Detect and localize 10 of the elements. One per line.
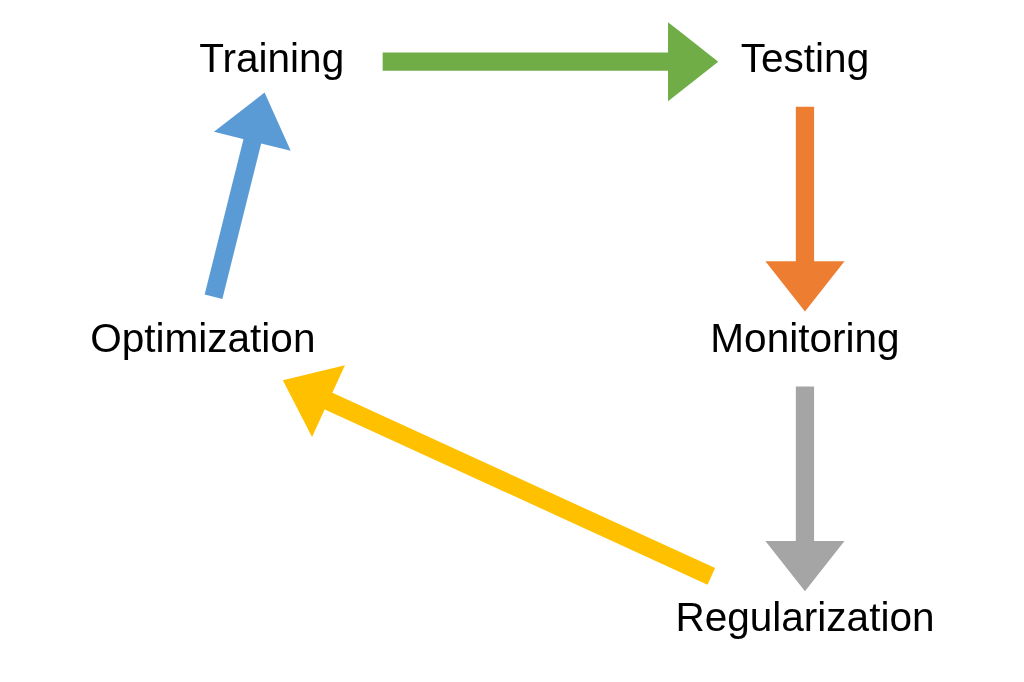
node-text: Optimization [89,314,315,361]
arrow [282,364,715,585]
arrow [764,106,845,311]
node-text: Training [198,34,344,81]
node-text: Monitoring [709,314,900,361]
arrow [204,92,291,299]
node-text: Testing [740,34,869,81]
arrow [382,21,718,101]
node-text: Regularization [674,593,935,640]
arrow [764,386,845,591]
